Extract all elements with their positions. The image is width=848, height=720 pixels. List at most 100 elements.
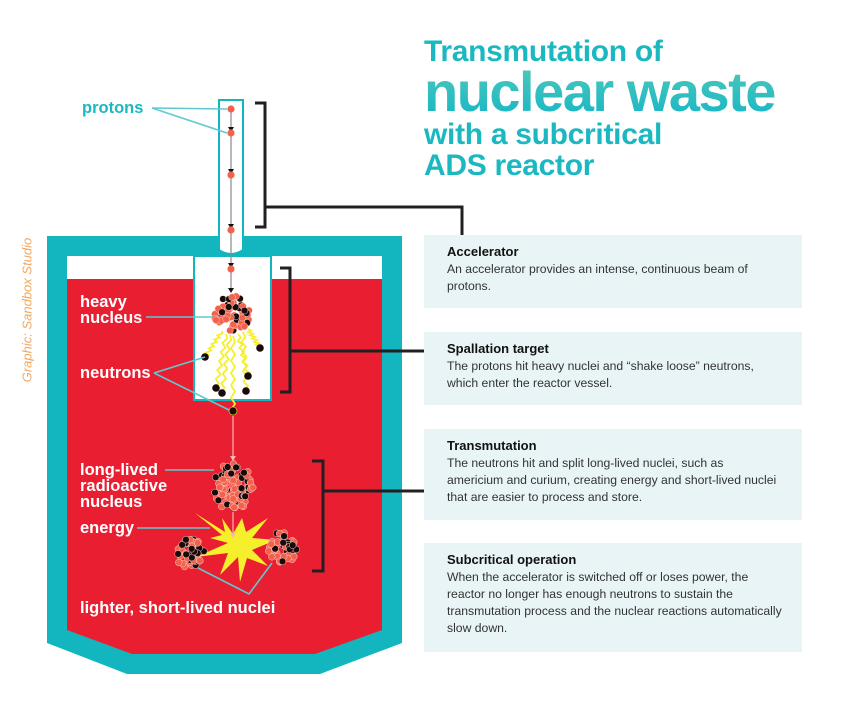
nucleon-proton (230, 485, 239, 493)
short-lived-fragment-right (265, 529, 300, 566)
proton (227, 129, 235, 137)
nucleon-proton (267, 540, 275, 548)
nucleon-neutron (211, 488, 219, 497)
title-line-3: with a subcritical (424, 118, 662, 151)
neutrons-emitted (201, 344, 264, 397)
nucleon-proton (238, 314, 247, 322)
protons-leader (151, 107, 228, 134)
label-leaders (137, 316, 273, 596)
nucleon-neutron (212, 473, 220, 481)
nucleon-proton (216, 483, 224, 491)
nucleon-proton (268, 553, 276, 561)
neutron-path (202, 330, 224, 358)
split-arrow (230, 533, 236, 538)
neutron-paths (202, 328, 264, 411)
neutron (212, 384, 220, 392)
short-lived-fragment-left (174, 535, 208, 571)
neutron-path (245, 328, 264, 349)
nucleon-proton (222, 315, 230, 323)
nucleon-neutron (279, 539, 287, 547)
nucleon-neutron (182, 536, 190, 544)
title-line-2: nuclear waste (424, 60, 776, 123)
transmutation-bracket (312, 459, 424, 573)
nucleon-neutron (224, 463, 232, 471)
nucleon-neutron (214, 496, 223, 504)
nucleon-proton (228, 293, 236, 301)
label-neutrons: neutrons (80, 364, 151, 382)
nucleon-proton (196, 557, 204, 565)
label-energy: energy (80, 519, 135, 537)
nucleon-proton (193, 539, 202, 547)
info-box-text: The protons hit heavy nuclei and “shake … (447, 359, 754, 390)
nucleon-neutron (240, 469, 248, 477)
title-line-4: ADS reactor (424, 149, 595, 182)
info-box-spallation-target: Spallation target The protons hit heavy … (424, 332, 802, 405)
neutron-path (213, 333, 229, 389)
long-lived-nucleus (211, 460, 257, 512)
nucleon-proton (249, 483, 257, 492)
info-box-subcritical-operation: Subcritical operation When the accelerat… (424, 543, 802, 652)
neutron-exiting (228, 406, 238, 416)
proton (227, 105, 235, 113)
proton (227, 171, 235, 179)
info-box-title: Transmutation (447, 438, 537, 453)
info-box-transmutation: Transmutation The neutrons hit and split… (424, 429, 802, 520)
nucleon-neutron (227, 469, 235, 478)
neutron-path (229, 335, 237, 411)
neutron (256, 344, 264, 352)
label-long-lived-line2: radioactive (80, 477, 168, 495)
nucleon-neutron (280, 532, 288, 540)
energy-burst (195, 513, 276, 582)
nucleon-proton (240, 322, 249, 331)
label-heavy-nucleus-line1: heavy (80, 293, 127, 311)
nucleon-neutron (241, 492, 249, 500)
label-protons: protons (82, 99, 144, 117)
nucleon-neutron (188, 545, 196, 553)
nucleon-neutron (232, 463, 240, 472)
nucleon-proton (230, 503, 238, 512)
info-box-text: When the accelerator is switched off or … (447, 570, 782, 635)
neutrons-leader-b (153, 372, 232, 412)
nucleon-proton (175, 558, 183, 567)
nucleon-neutron (289, 541, 297, 549)
nucleon-proton (265, 547, 273, 555)
label-heavy-nucleus: heavy nucleus (80, 293, 142, 327)
neutron-path (219, 334, 233, 394)
nucleon-neutron (174, 550, 182, 558)
nucleon-neutron (182, 550, 190, 559)
nucleon-proton (212, 316, 220, 324)
spallation-bracket (280, 266, 424, 394)
proton (227, 265, 235, 273)
nucleon-neutron (225, 303, 233, 311)
neutrons-leader-a (153, 356, 206, 374)
nucleon-neutron (178, 541, 186, 549)
nucleon-neutron (237, 484, 246, 492)
info-box-title: Subcritical operation (447, 552, 577, 567)
label-long-lived-line3: nucleus (80, 493, 143, 511)
neutron (242, 387, 250, 395)
label-lighter-nuclei: lighter, short-lived nuclei (80, 599, 276, 617)
heavy-nucleus (211, 292, 253, 335)
nucleon-neutron (218, 308, 226, 316)
nucleon-proton (229, 495, 237, 503)
info-box-title: Spallation target (447, 341, 549, 356)
nucleon-proton (237, 502, 246, 510)
info-box-accelerator: Accelerator An accelerator provides an i… (424, 235, 802, 308)
nucleon-proton (226, 326, 234, 335)
nucleon-proton (218, 490, 227, 499)
neutron-arrow (230, 456, 236, 461)
info-box-title: Accelerator (447, 244, 519, 259)
proton-particles (227, 105, 235, 273)
label-long-lived-line1: long-lived (80, 461, 158, 479)
nucleon-proton (229, 477, 237, 485)
info-box-text: The neutrons hit and split long-lived nu… (447, 456, 777, 504)
neutron (218, 389, 226, 397)
nucleon-neutron (278, 557, 287, 566)
proton (227, 226, 235, 234)
neutron (244, 372, 252, 380)
accelerator-bracket (255, 101, 464, 236)
nucleon-proton (219, 475, 227, 484)
neutron-path (240, 331, 249, 392)
info-box-text: An accelerator provides an intense, cont… (447, 262, 748, 293)
